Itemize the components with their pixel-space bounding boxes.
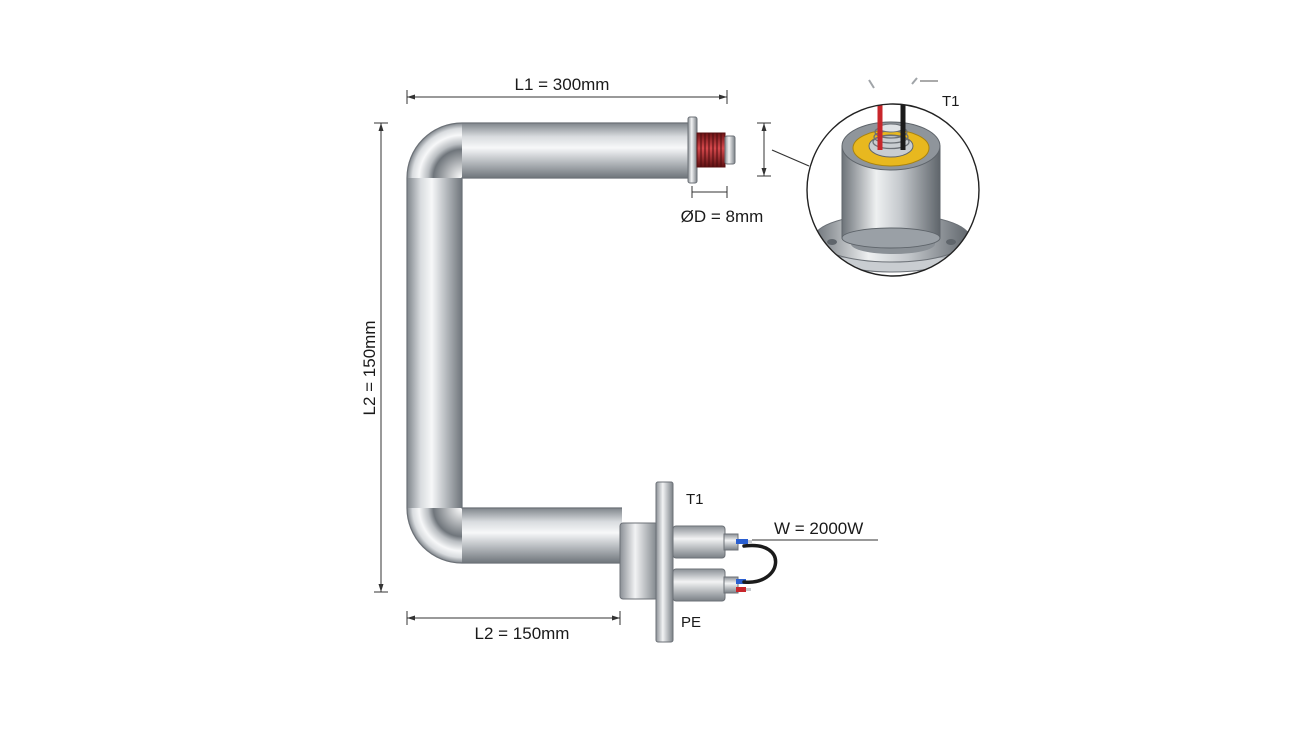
dimension-l2-vertical: L2 = 150mm — [360, 122, 388, 593]
tube-bend-bottom — [407, 508, 462, 563]
tube-vertical-segment — [407, 178, 462, 508]
tube-top-segment — [462, 123, 692, 178]
wire-red-lower — [736, 587, 746, 592]
inset-wire-black — [900, 104, 915, 150]
terminal-sleeve-lower — [672, 568, 726, 602]
terminal-detail-inset: T1 — [771, 77, 980, 277]
inset-leader — [771, 149, 810, 167]
label-power: W = 2000W — [774, 519, 863, 538]
dimension-l2-horizontal: L2 = 150mm — [406, 611, 621, 643]
label-diameter: ØD = 8mm — [681, 207, 764, 226]
wire-blue-lower — [736, 579, 746, 584]
top-end-fitting — [687, 116, 736, 184]
jumper-wire — [742, 543, 778, 584]
label-t1-inset: T1 — [942, 93, 960, 110]
wire-blue-upper — [736, 539, 748, 544]
end-cap — [724, 135, 736, 165]
dimension-diameter: ØD = 8mm — [681, 122, 771, 226]
bottom-terminal-assembly — [619, 481, 778, 643]
mount-collar — [619, 522, 659, 600]
inset-wire-red — [871, 104, 883, 150]
label-pe: PE — [681, 614, 701, 631]
tube-bottom-segment — [462, 508, 622, 563]
thread-section — [696, 132, 726, 168]
terminal-sleeve-upper — [672, 525, 726, 559]
label-l2-vertical: L2 = 150mm — [360, 321, 379, 416]
dimension-l1: L1 = 300mm — [406, 75, 728, 104]
label-t1-terminal: T1 — [686, 491, 704, 508]
heating-tube — [406, 122, 692, 564]
top-flange-ring — [687, 116, 698, 184]
tube-bend-top — [407, 123, 462, 178]
label-l2-horizontal: L2 = 150mm — [475, 624, 570, 643]
label-l1: L1 = 300mm — [515, 75, 610, 94]
mount-flange — [655, 481, 674, 643]
